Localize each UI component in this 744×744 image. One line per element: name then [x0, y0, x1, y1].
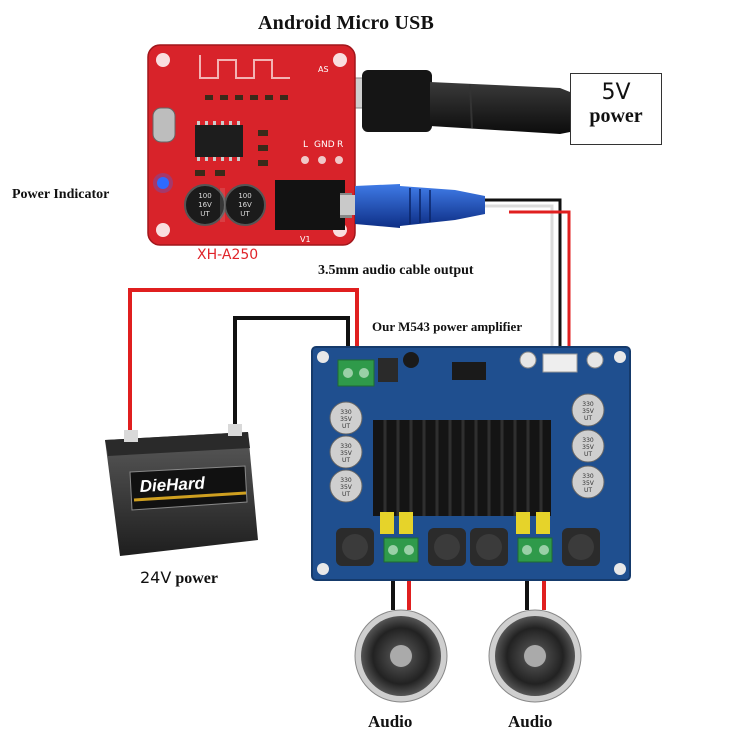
amp-cap-text: 330 [340, 443, 352, 450]
bt-cap-2-text-2: 16V [238, 201, 252, 209]
amp-cap-text: 330 [582, 437, 594, 444]
amp-cap-text: 330 [340, 477, 352, 484]
amp-cap-text: UT [584, 415, 592, 422]
amp-cap-text: UT [584, 487, 592, 494]
battery-positive-wire [128, 288, 359, 438]
amp-cap-text: 35V [340, 416, 353, 423]
bt-module [147, 44, 356, 246]
bt-board-mark-r: R [337, 140, 343, 150]
bt-cap-2-text-3: UT [240, 210, 250, 218]
usb-title: Android Micro USB [258, 12, 435, 34]
power-5v-box: 5V power [570, 73, 662, 145]
amp-cap-text: 330 [582, 473, 594, 480]
amp-cap-text: 35V [340, 450, 353, 457]
usb-cable [329, 70, 570, 134]
amplifier-label: Our M543 power amplifier [372, 319, 523, 334]
battery-power-label: 24V power [140, 568, 218, 588]
amplifier-board [311, 346, 631, 581]
speaker-right [488, 609, 582, 703]
amp-cap-text: UT [584, 451, 592, 458]
battery-voltage: 24V [140, 568, 172, 587]
bt-board-mark-as: AS [318, 65, 329, 74]
bt-cap-1-text-3: UT [200, 210, 210, 218]
power-5v-value: 5V [601, 80, 631, 105]
bt-board-mark-gnd: GND [314, 140, 335, 150]
bt-board-mark-l: L [303, 140, 308, 150]
amp-cap-text: 330 [582, 401, 594, 408]
audio-jack-plug [340, 184, 485, 228]
bt-module-model: XH-A250 [197, 247, 259, 263]
power-indicator-label: Power Indicator [12, 187, 110, 202]
bt-cap-2-text: 100 [238, 192, 251, 200]
battery-power-word: power [175, 570, 218, 587]
amp-cap-text: 35V [340, 484, 353, 491]
bt-cap-1-text-2: 16V [198, 201, 212, 209]
speaker-right-label: Audio [508, 712, 553, 731]
power-5v-label: power [589, 105, 643, 127]
audio-cable-label: 3.5mm audio cable output [318, 263, 474, 278]
bt-cap-1-text: 100 [198, 192, 211, 200]
amp-cap-text: UT [342, 491, 350, 498]
battery [105, 424, 258, 556]
amp-cap-text: 35V [582, 480, 595, 487]
bt-board-mark-v1: V1 [300, 235, 311, 244]
amp-cap-text: 35V [582, 444, 595, 451]
audio-cable-wires [485, 198, 571, 362]
amp-cap-text: UT [342, 457, 350, 464]
battery-brand: DieHard [139, 474, 206, 496]
speaker-left-label: Audio [368, 712, 413, 731]
speaker-left [354, 609, 448, 703]
battery-negative-wire [233, 316, 350, 438]
amp-cap-text: 330 [340, 409, 352, 416]
amp-cap-text: UT [342, 423, 350, 430]
amp-cap-text: 35V [582, 408, 595, 415]
